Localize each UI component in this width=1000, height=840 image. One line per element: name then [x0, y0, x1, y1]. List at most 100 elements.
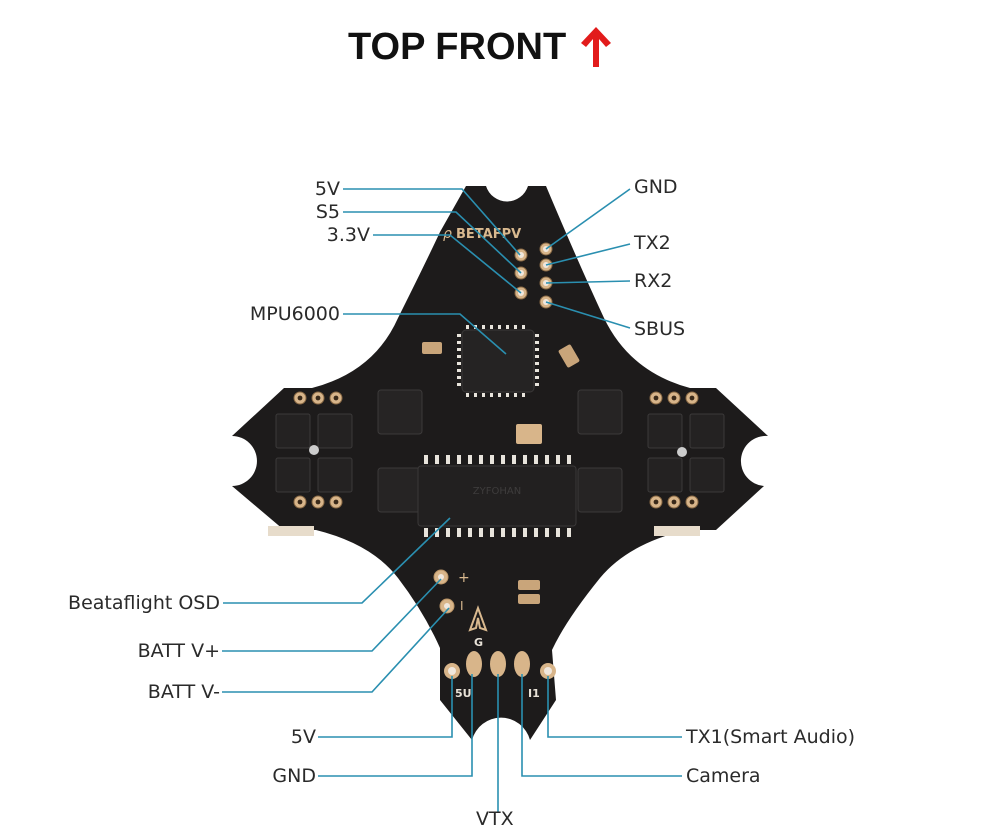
leader-line-sbus — [545, 301, 631, 329]
pcb-board — [232, 186, 768, 740]
osd-chip — [417, 465, 577, 527]
capacitor — [518, 594, 540, 604]
label-gnd-top: GND — [634, 176, 678, 198]
mcu-pin — [535, 341, 539, 344]
motor-pad-hole — [315, 395, 321, 401]
motor-pad-hole — [653, 395, 659, 401]
leader-line-5v-top — [343, 188, 521, 256]
driver-pin — [523, 455, 527, 464]
label-tx2: TX2 — [634, 232, 671, 254]
leader-line-tx2 — [545, 243, 631, 266]
driver-pin — [556, 528, 560, 537]
plus-silkscreen: + — [458, 570, 470, 586]
driver-pin — [424, 528, 428, 537]
mcu-pin — [514, 325, 517, 329]
label-mpu6000: MPU6000 — [249, 303, 340, 325]
leader-line-camera — [521, 674, 682, 777]
vtx-pad-hole — [544, 667, 552, 675]
5v-silkscreen: 5U — [455, 687, 472, 700]
leader-line-osd — [223, 517, 451, 604]
chip-marking: ZYFOHAN — [473, 486, 521, 497]
leader-line-3v3 — [373, 234, 522, 294]
leader-line-s5 — [343, 211, 522, 274]
mosfet — [689, 457, 725, 493]
label-vtx: VTX — [476, 808, 514, 830]
driver-pin — [479, 455, 483, 464]
driver-pin — [501, 528, 505, 537]
up-arrow-icon — [581, 27, 612, 67]
mcu-pin — [535, 369, 539, 372]
mcu-pin — [535, 376, 539, 379]
mcu-pin — [457, 376, 461, 379]
leader-line-mpu — [343, 313, 507, 355]
g-silkscreen: G — [474, 636, 483, 649]
mcu-pins — [457, 325, 539, 397]
leader-line-5v-bottom — [318, 676, 453, 738]
capacitor — [558, 344, 580, 368]
driver-pin — [512, 528, 516, 537]
driver-pin — [545, 455, 549, 464]
driver-pin — [424, 455, 428, 464]
mosfet — [275, 413, 311, 449]
driver-pin — [556, 455, 560, 464]
label-sbus: SBUS — [634, 318, 686, 340]
mcu-pin — [457, 334, 461, 337]
driver-pin — [501, 455, 505, 464]
driver-pin — [490, 455, 494, 464]
driver-pin — [534, 528, 538, 537]
crystal — [516, 424, 542, 444]
betafpv-arrow-logo-icon — [468, 605, 488, 632]
driver-pin — [523, 528, 527, 537]
vtx-pad-gnd — [466, 651, 482, 677]
esc-chip — [377, 389, 423, 435]
vtx-pad-camera — [514, 651, 530, 677]
mcu-pin — [490, 393, 493, 397]
mcu-pin — [535, 362, 539, 365]
label-betaflight-osd: Beataflight OSD — [68, 592, 220, 614]
mosfet — [647, 457, 683, 493]
mcu-pin — [522, 325, 525, 329]
motor-pads — [293, 391, 699, 509]
mcu-pin — [457, 348, 461, 351]
motor-pad-hole — [689, 395, 695, 401]
motor-pad-hole — [671, 499, 677, 505]
mcu-pin — [474, 393, 477, 397]
driver-pin — [435, 528, 439, 537]
label-3v3: 3.3V — [326, 224, 370, 246]
driver-pin — [468, 455, 472, 464]
motor-pad-hole — [297, 395, 303, 401]
label-5v-bottom: 5V — [290, 726, 316, 748]
mcu-pin — [482, 393, 485, 397]
label-camera: Camera — [686, 765, 761, 787]
label-batt-plus: BATT V+ — [137, 640, 220, 662]
mcu-pin — [535, 355, 539, 358]
leader-line-batt-plus — [222, 578, 442, 652]
leader-line-batt-minus — [222, 607, 450, 693]
leader-line-rx2 — [545, 280, 631, 284]
mcu-pin — [466, 325, 469, 329]
motor-pad-hole — [297, 499, 303, 505]
mcu-pin — [490, 325, 493, 329]
driver-pin — [567, 455, 571, 464]
motor-pad-hole — [671, 395, 677, 401]
motor-pad-hole — [689, 499, 695, 505]
driver-pin — [479, 528, 483, 537]
mcu-pin — [466, 393, 469, 397]
vtx-pads — [444, 651, 556, 679]
driver-pin — [468, 528, 472, 537]
leader-line-gnd-bottom — [318, 674, 473, 777]
mcu-pin — [522, 393, 525, 397]
motor-pad-hole — [653, 499, 659, 505]
motor-pad-hole — [333, 499, 339, 505]
leader-line-gnd-top — [545, 188, 631, 250]
driver-pin — [457, 528, 461, 537]
mcu-pin — [514, 393, 517, 397]
motor-pad-hole — [333, 395, 339, 401]
mcu-pin — [457, 369, 461, 372]
driver-pin — [534, 455, 538, 464]
motor-pad-hole — [315, 499, 321, 505]
driver-pin — [545, 528, 549, 537]
mosfet — [317, 457, 353, 493]
mosfet — [275, 457, 311, 493]
